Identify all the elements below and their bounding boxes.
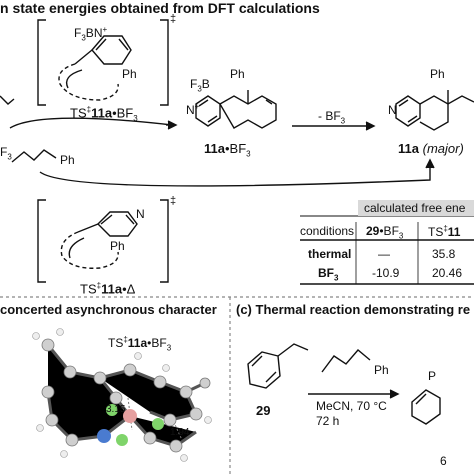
header-title: n state energies obtained from DFT calcu… [0,0,320,16]
panel-c-conditions-1: MeCN, 70 °C [316,399,387,413]
panel-c-ph: Ph [374,363,389,377]
table-row-label: thermal [308,247,352,261]
intermediate-bf3: F3B [190,77,210,94]
table-cell: -10.9 [372,266,400,280]
table-cell: — [378,247,390,261]
arrow-to-product-thermal [39,165,431,187]
intermediate-ph: Ph [230,67,245,81]
product-n: N [388,103,397,117]
left-bf3-fragment: F3 [0,145,12,162]
product-ph: Ph [430,67,445,81]
intermediate-pyridine-ring [195,95,221,127]
product-label: 11a (major) [398,141,464,156]
ts-bottom-forming-bonds [60,231,119,269]
product-pyridine-ring [395,95,421,127]
left-diene [11,149,57,163]
ts-bottom-pyridine-ring [97,211,138,237]
ts-bottom-label: TS‡11a•Δ [80,281,136,297]
nitrogen-atom [97,429,111,443]
table-cell: 35.8 [432,247,456,261]
distance-label-2: 1.94 [170,427,190,438]
boron-atom [123,409,137,423]
table-row-label: BF3 [318,266,339,283]
left-vinyl-fragment [0,95,15,105]
table-col-ts: TS‡11 [428,224,461,239]
ts-3d-model [32,328,212,462]
ts-top-pyridine-ring [91,35,132,65]
fluorine-atom [116,434,128,446]
step-label: - BF3 [318,109,346,126]
intermediate-n: N+ [186,102,200,117]
ts-top-bf3-label: F3BN+ [74,25,108,43]
ts-top-forming-bonds [58,63,119,101]
table-header: calculated free ene [364,201,466,215]
ts-top-ph: Ph [122,67,137,81]
table-col-29bf3: 29•BF3 [366,224,404,241]
table-col-conditions: conditions [300,224,355,238]
ts-top-dagger: ‡ [170,13,177,25]
ts-bottom-dagger: ‡ [170,195,177,207]
panel-c-diene [321,349,371,373]
panel-b-title: concerted asynchronous character [0,302,217,317]
panel-c-yield-fragment: 6 [440,454,447,468]
panel-c-title: (c) Thermal reaction demonstrating re [236,302,471,317]
compound-29-label: 29 [256,403,271,418]
table-cell: 20.46 [432,266,463,280]
arrow-to-intermediate [9,117,173,129]
panel-c-conditions-2: 72 h [316,414,340,428]
compound-29-vinyl [277,343,309,357]
ts-bottom-ph: Ph [110,239,125,253]
distance-label-1: 3.15 [106,404,126,415]
left-ph: Ph [60,153,75,167]
ts-bottom-n: N [136,207,145,221]
ts-top-label: TS‡11a•BF3 [70,105,138,123]
intermediate-label: 11a•BF3 [204,141,251,159]
panel-b-ts-label: TS‡11a•BF3 [108,335,172,353]
panel-c-product-fragment: P [428,369,437,383]
table-header-band [358,200,474,216]
compound-29-pyridine-ring [247,351,281,389]
